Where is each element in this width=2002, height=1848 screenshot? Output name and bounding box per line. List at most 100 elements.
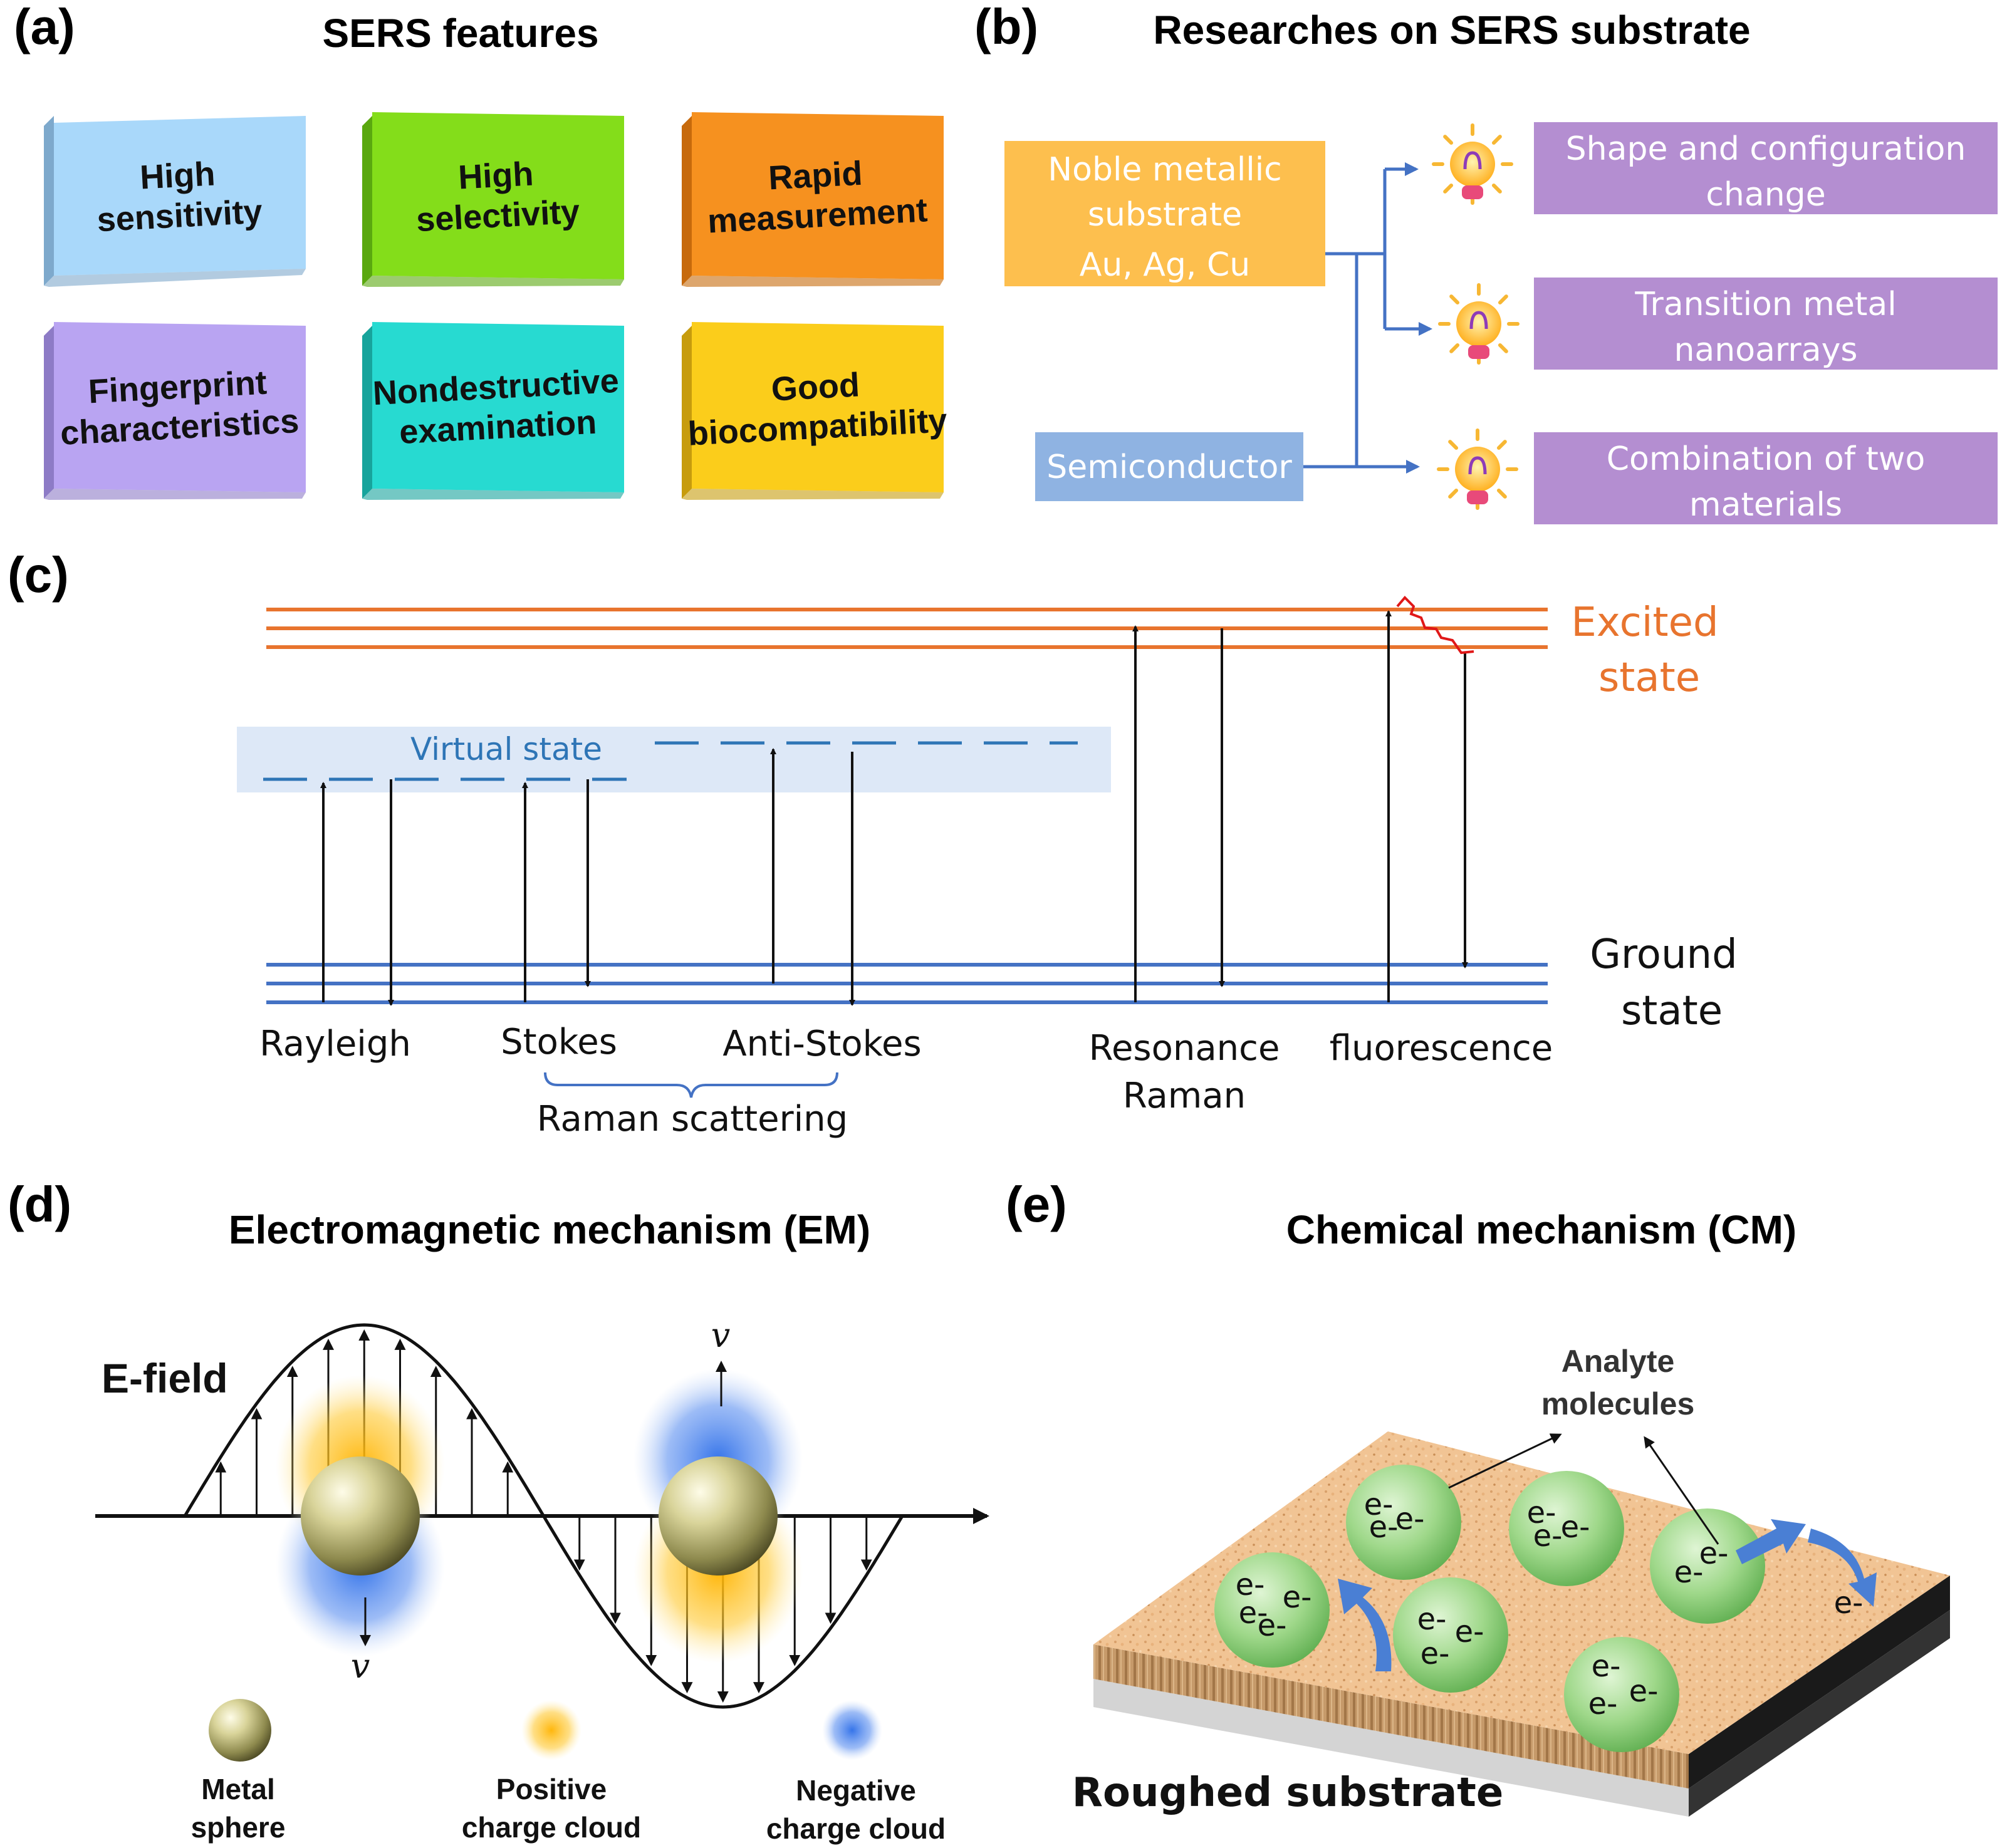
analyte-molecule: e-e-e-	[1346, 1465, 1461, 1580]
anti-stokes-label: Anti-Stokes	[722, 1024, 921, 1064]
ground-state-line-1: Ground	[1590, 932, 1737, 978]
panel-e-title: Chemical mechanism (CM)	[1286, 1207, 1796, 1252]
substrate-side	[1689, 1575, 1950, 1788]
resonance-raman-line-2: Raman	[1123, 1076, 1246, 1116]
electron-transfer-arrow-1	[1338, 1579, 1392, 1671]
noble-metal-line-2: substrate	[1088, 196, 1242, 234]
electron-label: e-	[1283, 1580, 1312, 1615]
noble-metal-line-1: Noble metallic	[1048, 151, 1282, 189]
electron-label: e-	[1258, 1608, 1287, 1643]
relaxation-squiggle	[1396, 596, 1474, 655]
feature-card-1-line-2: sensitivity	[96, 193, 263, 239]
em-diagram: E-field v v Metal sphere Positive charge…	[95, 1316, 989, 1845]
electron-label: e-	[1561, 1510, 1590, 1545]
electron-label: e-	[1369, 1510, 1399, 1545]
substrate-flow: Noble metallic substrate Au, Ag, Cu Semi…	[1004, 122, 1998, 524]
analyte-molecule: e-e-e-	[1393, 1577, 1508, 1693]
virtual-state-label: Virtual state	[410, 731, 602, 767]
panel-b-label: (b)	[974, 0, 1038, 55]
analyte-line-1: Analyte	[1561, 1344, 1675, 1379]
legend-negative-cloud-icon	[822, 1700, 882, 1760]
legend-positive-line-2: charge cloud	[462, 1811, 641, 1844]
raman-scattering-label: Raman scattering	[537, 1099, 848, 1139]
feature-card-2-line-1: High	[457, 155, 534, 196]
ground-state-line-2: state	[1621, 988, 1723, 1034]
electron-label: e-	[1699, 1536, 1729, 1571]
feature-card-1-line-1: High	[139, 155, 216, 196]
raman-brace	[544, 1072, 838, 1098]
electron-label: e-	[1395, 1502, 1425, 1537]
electron-label: e-	[1455, 1614, 1484, 1649]
metal-sphere-1	[301, 1456, 420, 1575]
feature-card-2-line-2: selectivity	[415, 193, 581, 239]
panel-c-label: (c)	[8, 547, 69, 603]
feature-card-3-line-1: Rapid	[768, 155, 863, 197]
fluorescence-label: fluorescence	[1330, 1028, 1553, 1069]
analyte-molecule: e-e-e-	[1509, 1471, 1624, 1586]
electron-label: e-	[1236, 1567, 1265, 1602]
electron-transfer-arrow-3	[1808, 1529, 1877, 1607]
semiconductor-label: Semiconductor	[1046, 449, 1292, 486]
analyte-line-2: molecules	[1541, 1386, 1695, 1421]
panel-a-title: SERS features	[322, 11, 598, 56]
substrate-label: Roughed substrate	[1072, 1770, 1504, 1816]
lightbulb-icon	[1438, 283, 1520, 365]
panel-a-label: (a)	[14, 0, 75, 55]
metal-sphere-2	[659, 1456, 778, 1575]
analyte-molecule: e-e-e-	[1564, 1637, 1679, 1752]
substrate-top	[1093, 1431, 1950, 1754]
energy-diagram: Virtual state Excited state Ground state…	[237, 596, 1738, 1139]
feature-card-6-line-1: Good	[770, 366, 860, 408]
substrate-edge	[1093, 1644, 1689, 1788]
electron-transfer-arrow-2	[1736, 1519, 1806, 1564]
electron-label: e-	[1364, 1487, 1394, 1522]
shape-config-box	[1534, 122, 1998, 214]
feature-card-4-line-1: Fingerprint	[87, 364, 268, 411]
lightbulb-icon	[1432, 123, 1513, 205]
legend-positive-line-1: Positive	[496, 1773, 607, 1805]
semiconductor-box	[1035, 432, 1303, 501]
feature-cards: HighsensitivityHighselectivityRapidmeasu…	[44, 112, 948, 500]
transition-metal-line-1: Transition metal	[1634, 286, 1896, 323]
analyte-molecule: e-e-e-e-	[1214, 1552, 1330, 1668]
rayleigh-label: Rayleigh	[259, 1024, 411, 1064]
panel-d-label: (d)	[8, 1176, 71, 1232]
combination-box	[1534, 432, 1998, 524]
electron-label: e-	[1239, 1596, 1268, 1631]
legend-positive-cloud-icon	[521, 1700, 581, 1760]
efield-wave	[183, 1323, 904, 1709]
free-electron: e-	[1834, 1586, 1864, 1621]
electron-label: e-	[1527, 1495, 1556, 1530]
electron-label: e-	[1629, 1674, 1659, 1709]
efield-label: E-field	[102, 1355, 228, 1401]
velocity-label-1: v	[351, 1646, 370, 1686]
transition-metal-box	[1534, 278, 1998, 370]
transition-metal-line-2: nanoarrays	[1674, 331, 1857, 369]
electron-label: e-	[1533, 1518, 1563, 1554]
cm-diagram: e-e-e-e-e-e-e-e-e-e-e-e-e-e-e-e-e-e- Ana…	[1072, 1344, 1950, 1817]
resonance-raman-line-1: Resonance	[1089, 1028, 1280, 1069]
lightbulb-icon	[1437, 428, 1518, 510]
legend-negative-line-2: charge cloud	[766, 1812, 946, 1845]
combination-line-2: materials	[1689, 486, 1842, 524]
electron-label: e-	[1588, 1686, 1618, 1721]
legend-negative-line-1: Negative	[796, 1774, 916, 1807]
legend-metal-line-1: Metal	[201, 1773, 275, 1805]
virtual-state-band	[237, 727, 1111, 792]
excited-state-line-2: state	[1598, 655, 1700, 701]
combination-line-1: Combination of two	[1607, 440, 1926, 478]
panel-b-title: Researches on SERS substrate	[1153, 8, 1750, 53]
stokes-label: Stokes	[501, 1022, 617, 1062]
shape-config-line-1: Shape and configuration	[1566, 130, 1966, 168]
substrate-base	[1093, 1679, 1689, 1817]
noble-metal-box	[1004, 141, 1325, 286]
shape-config-line-2: change	[1706, 176, 1825, 214]
legend-metal-sphere-icon	[209, 1699, 271, 1762]
